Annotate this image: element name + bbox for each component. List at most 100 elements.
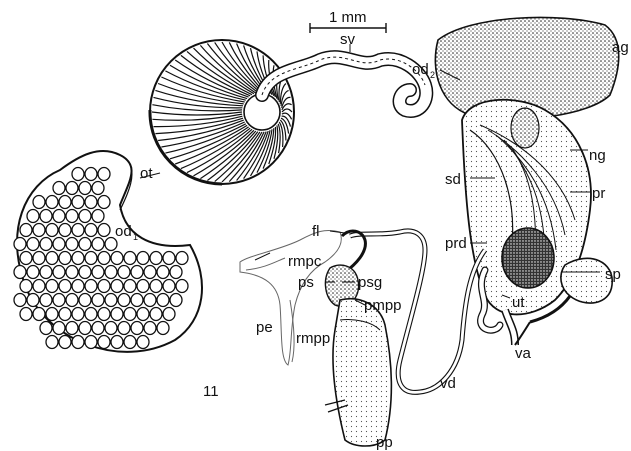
cluster-lobule xyxy=(59,196,71,209)
cluster-lobule xyxy=(85,196,97,209)
cluster-lobule xyxy=(40,238,52,251)
cluster-lobule xyxy=(46,224,58,237)
cluster-lobule xyxy=(98,308,110,321)
cluster-lobule xyxy=(163,308,175,321)
label-od1-subscript: 1 xyxy=(133,232,138,242)
cluster-lobule xyxy=(124,252,136,265)
cluster-lobule xyxy=(85,224,97,237)
cluster-lobule xyxy=(137,280,149,293)
cluster-lobule xyxy=(163,280,175,293)
cluster-lobule xyxy=(66,266,78,279)
label-od2: od xyxy=(412,61,429,78)
cluster-lobule xyxy=(53,266,65,279)
cluster-lobule xyxy=(46,196,58,209)
cluster-lobule xyxy=(27,266,39,279)
cluster-lobule xyxy=(85,280,97,293)
cluster-lobule xyxy=(137,336,149,349)
cluster-lobule xyxy=(33,196,45,209)
label-od1: od xyxy=(115,223,132,240)
cluster-lobule xyxy=(40,210,52,223)
cluster-lobule xyxy=(85,168,97,181)
cluster-lobule xyxy=(79,294,91,307)
cluster-lobule xyxy=(92,182,104,195)
cluster-lobule xyxy=(118,266,130,279)
label-sd: sd xyxy=(445,171,461,188)
cluster-lobule xyxy=(46,336,58,349)
cluster-lobule xyxy=(66,322,78,335)
cluster-lobule xyxy=(111,336,123,349)
cluster-lobule xyxy=(53,238,65,251)
cluster-lobule xyxy=(85,336,97,349)
cluster-lobule xyxy=(46,308,58,321)
scale-bar: 1 mm xyxy=(310,9,386,33)
cluster-lobule xyxy=(79,238,91,251)
cluster-lobule xyxy=(20,224,32,237)
cluster-lobule xyxy=(92,322,104,335)
cluster-lobule xyxy=(124,280,136,293)
cluster-lobule xyxy=(72,168,84,181)
radial-gland-disc xyxy=(150,40,294,184)
cluster-lobule xyxy=(163,252,175,265)
cluster-lobule xyxy=(98,168,110,181)
cluster-lobule xyxy=(98,336,110,349)
cluster-lobule xyxy=(40,322,52,335)
label-vd: vd xyxy=(440,375,456,392)
ovotestis-cluster xyxy=(14,151,202,352)
cluster-lobule xyxy=(137,252,149,265)
cluster-lobule xyxy=(53,322,65,335)
cluster-lobule xyxy=(144,294,156,307)
cluster-lobule xyxy=(144,266,156,279)
label-ut: ut xyxy=(512,294,525,311)
cluster-lobule xyxy=(157,294,169,307)
cluster-lobule xyxy=(150,308,162,321)
cluster-lobule xyxy=(27,210,39,223)
label-va: va xyxy=(515,345,532,362)
cluster-lobule xyxy=(20,252,32,265)
cluster-lobule xyxy=(124,308,136,321)
cluster-lobule xyxy=(40,266,52,279)
label-ps: ps xyxy=(298,274,314,291)
label-prd: prd xyxy=(445,235,467,252)
cluster-lobule xyxy=(131,266,143,279)
label-ng: ng xyxy=(589,147,606,164)
cluster-lobule xyxy=(131,294,143,307)
label-sv: sv xyxy=(340,31,356,48)
cluster-lobule xyxy=(53,294,65,307)
figure-number: 11 xyxy=(203,383,219,400)
cluster-lobule xyxy=(111,308,123,321)
cluster-lobule xyxy=(79,322,91,335)
cluster-lobule xyxy=(92,294,104,307)
label-pp: pp xyxy=(376,434,393,451)
cluster-lobule xyxy=(20,280,32,293)
cluster-lobule xyxy=(85,308,97,321)
cluster-lobule xyxy=(144,322,156,335)
label-pe: pe xyxy=(256,319,273,336)
cluster-lobule xyxy=(92,210,104,223)
cluster-lobule xyxy=(170,294,182,307)
cluster-lobule xyxy=(72,280,84,293)
cluster-lobule xyxy=(66,238,78,251)
cluster-lobule xyxy=(66,210,78,223)
cluster-lobule xyxy=(79,182,91,195)
cluster-lobule xyxy=(105,294,117,307)
cluster-lobule xyxy=(105,266,117,279)
cluster-lobule xyxy=(59,252,71,265)
cluster-lobule xyxy=(59,308,71,321)
cluster-lobule xyxy=(150,280,162,293)
cluster-lobule xyxy=(111,280,123,293)
cluster-lobule xyxy=(176,280,188,293)
cluster-lobule xyxy=(176,252,188,265)
cluster-lobule xyxy=(33,308,45,321)
cluster-lobule xyxy=(157,322,169,335)
label-pr: pr xyxy=(592,185,605,202)
label-ag: ag xyxy=(612,39,629,56)
cluster-lobule xyxy=(46,280,58,293)
cluster-lobule xyxy=(14,266,26,279)
cluster-lobule xyxy=(33,280,45,293)
cluster-lobule xyxy=(20,308,32,321)
cluster-lobule xyxy=(14,294,26,307)
cluster-lobule xyxy=(150,252,162,265)
cluster-lobule xyxy=(27,294,39,307)
cluster-lobule xyxy=(72,224,84,237)
cluster-lobule xyxy=(79,210,91,223)
